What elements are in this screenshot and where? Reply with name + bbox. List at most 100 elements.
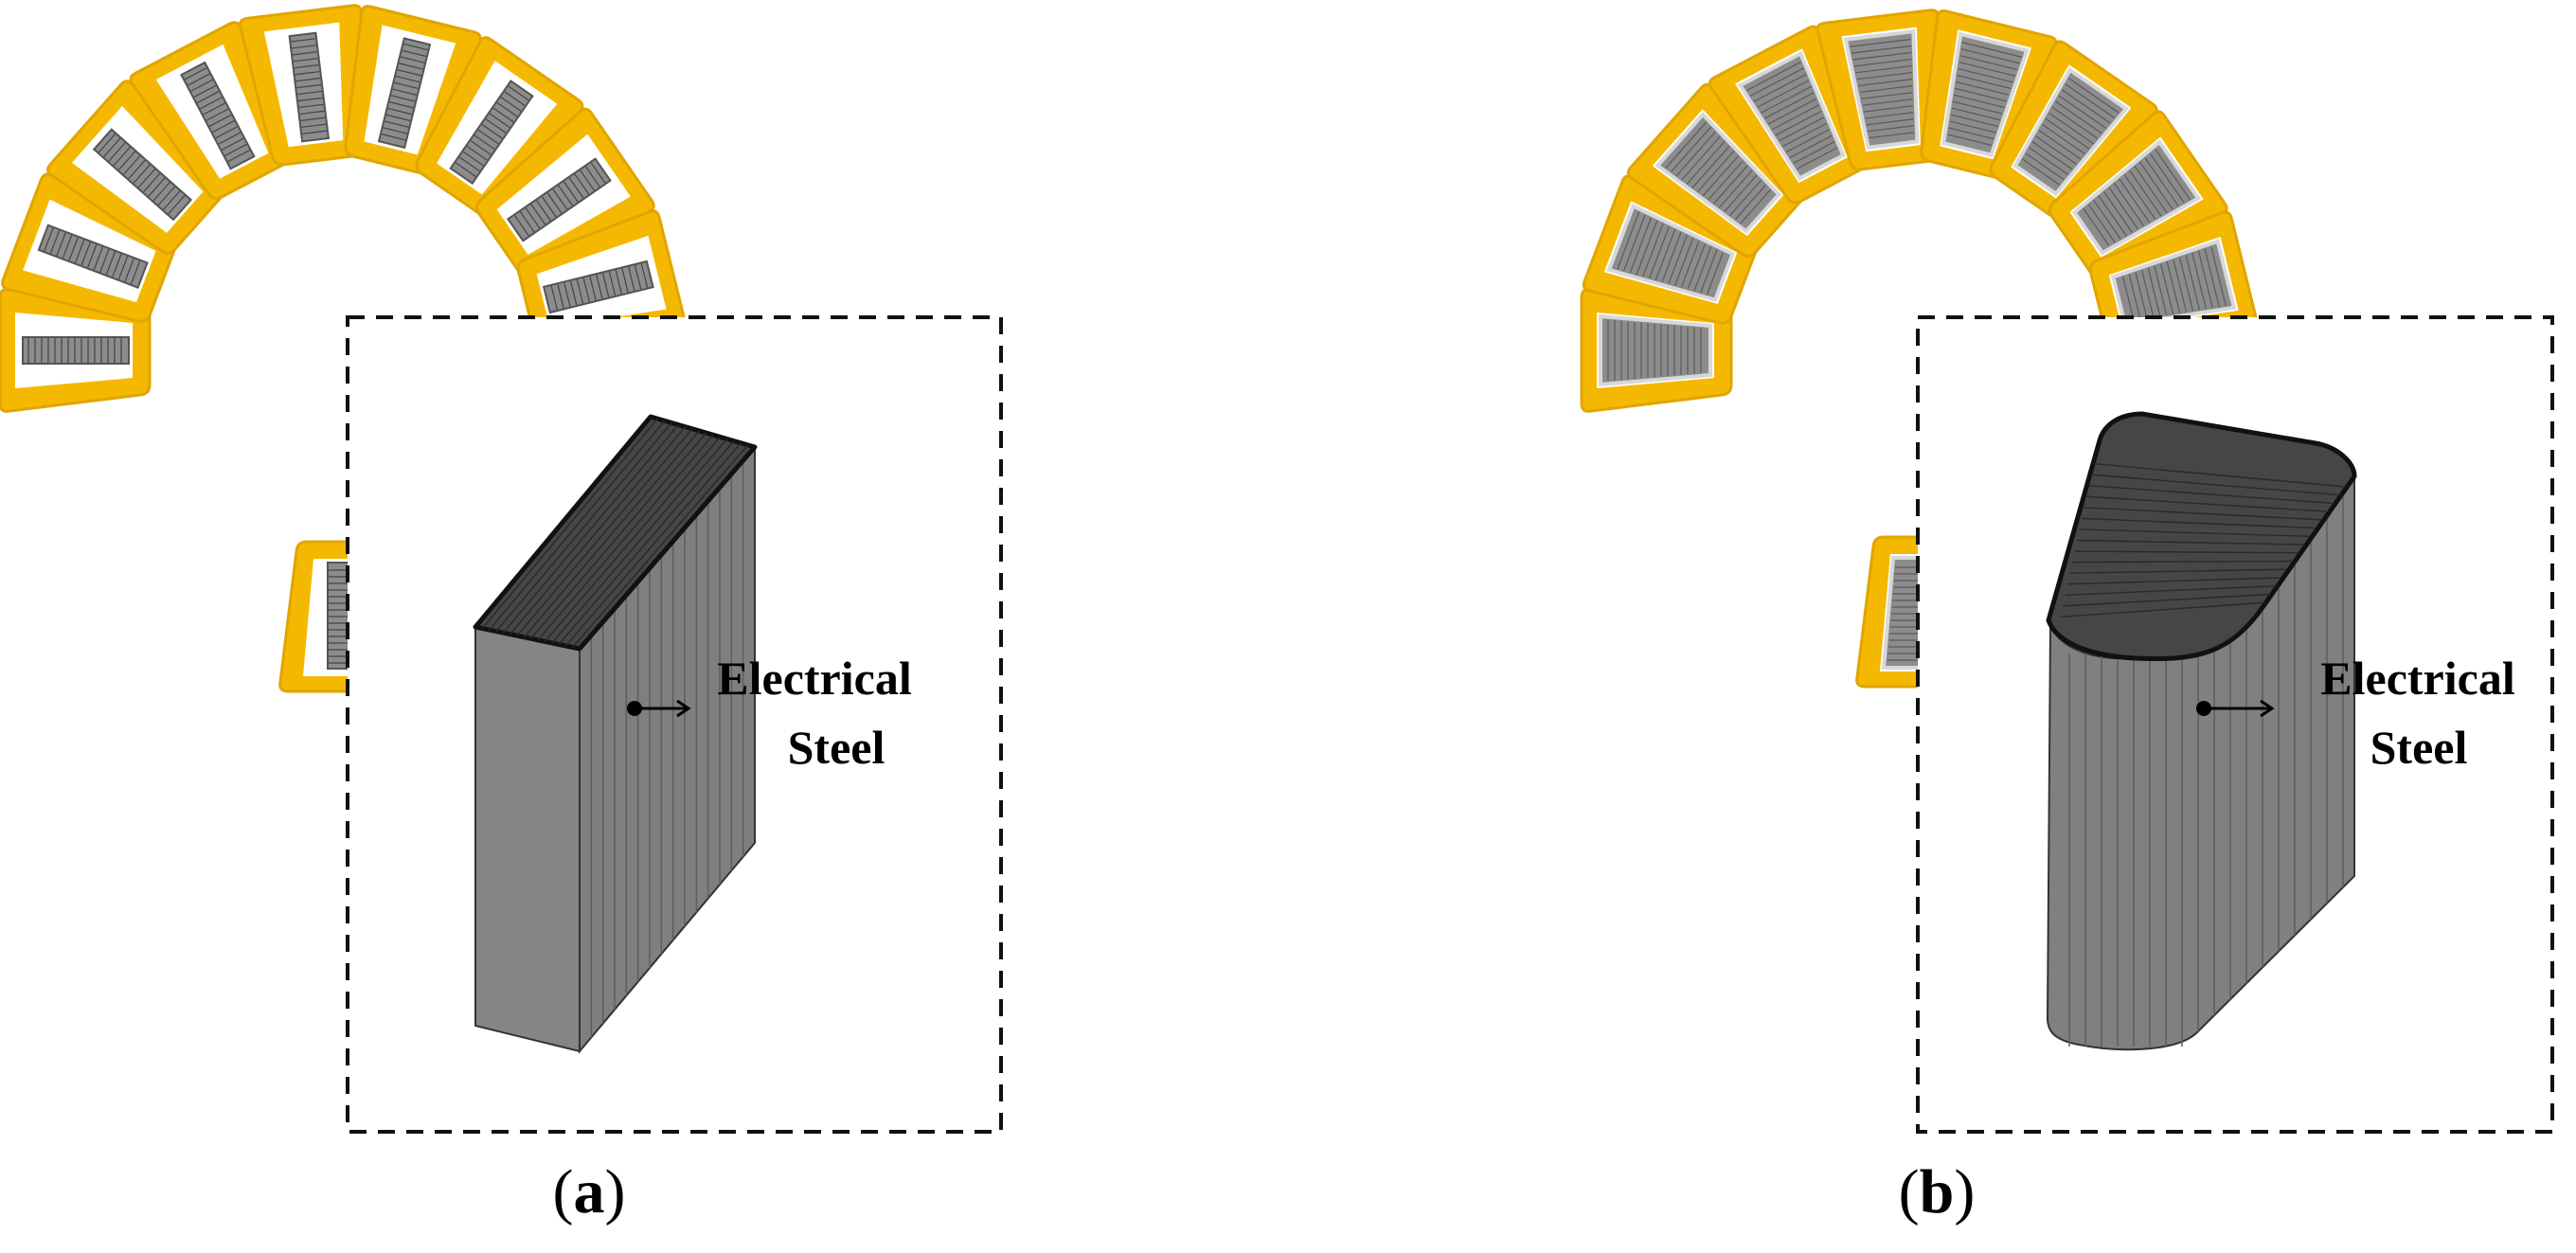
winding-turn — [589, 276, 597, 301]
winding-turn — [300, 116, 326, 121]
lamination-line — [530, 432, 707, 639]
winding-turn — [62, 235, 73, 259]
winding — [1965, 533, 2066, 662]
winding-turn — [402, 49, 427, 58]
winding-turn — [602, 369, 608, 395]
winding-turn — [1785, 129, 1830, 153]
winding-turn — [503, 536, 523, 554]
winding-turn — [389, 101, 414, 109]
winding-turn — [568, 177, 584, 199]
winding-turn — [477, 129, 499, 145]
winding-turn — [2149, 354, 2156, 403]
coil — [1, 172, 177, 323]
rounded-block-top-face — [2046, 411, 2357, 661]
winding-turn — [621, 268, 629, 293]
coil — [1989, 40, 2158, 221]
winding-turn — [574, 173, 590, 195]
winding-turn — [2134, 166, 2168, 214]
winding-turn — [1975, 550, 2019, 568]
winding-turn — [74, 240, 85, 263]
lamination-line — [544, 436, 721, 642]
winding-turn — [1856, 72, 1912, 81]
winding-turn — [1977, 556, 2022, 575]
lamination-line — [2071, 560, 2293, 564]
electrical-steel-label-b-line2: Steel — [2370, 721, 2468, 774]
winding-turn — [582, 367, 588, 393]
lamination-line — [564, 442, 742, 647]
winding-turn — [2108, 187, 2139, 230]
winding-turn — [519, 211, 535, 233]
winding-turn — [528, 441, 542, 464]
winding-turn — [552, 188, 568, 210]
winding-turn — [1686, 140, 1726, 185]
winding-turn — [190, 79, 213, 92]
winding-turn — [609, 370, 615, 396]
winding-turn — [428, 606, 452, 618]
winding-turn — [569, 280, 578, 306]
lamination-line — [2060, 601, 2264, 618]
lamination-line — [2085, 495, 2327, 512]
winding-turn — [1993, 610, 2048, 633]
winding — [402, 543, 468, 654]
winding-turn — [297, 97, 323, 102]
winding-turn — [1764, 92, 1815, 119]
winding-turn — [2174, 355, 2183, 409]
coil-window — [544, 348, 670, 428]
coil — [344, 5, 482, 175]
winding-turn — [397, 69, 422, 77]
winding-turn — [1665, 121, 1708, 169]
winding-turn — [2083, 207, 2110, 246]
winding-turn — [196, 91, 220, 104]
winding-turn — [564, 365, 568, 390]
winding-turn — [157, 186, 175, 206]
winding-turn — [80, 242, 91, 266]
coil — [2048, 110, 2228, 279]
winding-turn — [1740, 188, 1771, 224]
winding-turn — [93, 246, 103, 271]
winding-turn — [557, 284, 564, 309]
winding-turn — [1950, 114, 1998, 127]
winding-turn — [2123, 174, 2156, 221]
winding-turn — [301, 123, 327, 128]
winding-turn — [298, 103, 324, 109]
winding-turn — [1982, 574, 2030, 594]
winding-turn — [1954, 94, 2005, 109]
winding-turn — [208, 114, 232, 127]
winding — [548, 361, 660, 403]
winding-turn — [525, 207, 541, 229]
winding-turn — [492, 107, 514, 123]
lamination-line — [489, 420, 666, 631]
winding-turn — [395, 75, 420, 83]
winding-turn — [1973, 545, 2016, 563]
winding-turn — [98, 134, 116, 153]
winding-turn — [381, 134, 406, 141]
winding-turn — [1855, 64, 1912, 74]
coil — [1920, 9, 2058, 180]
winding-turn — [123, 155, 141, 175]
winding — [327, 562, 355, 670]
winding-turn — [2025, 152, 2065, 181]
winding-turn — [44, 227, 54, 252]
winding-turn — [589, 368, 595, 394]
lamination-line — [2074, 550, 2299, 554]
winding-turn — [1708, 160, 1744, 201]
winding-turn — [628, 266, 635, 292]
winding-turn — [394, 81, 419, 90]
winding-turn — [2129, 170, 2162, 217]
winding-turn — [1959, 55, 2018, 71]
winding-turn — [400, 56, 425, 63]
winding-turn — [294, 64, 319, 69]
winding-turn — [584, 166, 600, 188]
winding-turn — [1961, 42, 2022, 58]
winding-turn — [640, 263, 649, 288]
winding-turn — [2041, 123, 2085, 155]
winding-turn — [302, 130, 328, 134]
winding-turn — [99, 248, 110, 273]
winding-turn — [458, 156, 480, 172]
winding-turn — [2139, 161, 2174, 210]
lamination-line — [2069, 568, 2287, 574]
dashed-zoom-box-a — [346, 315, 1003, 1134]
winding-turn — [152, 182, 170, 202]
winding-turn — [2185, 255, 2201, 311]
winding-turn — [385, 120, 409, 128]
